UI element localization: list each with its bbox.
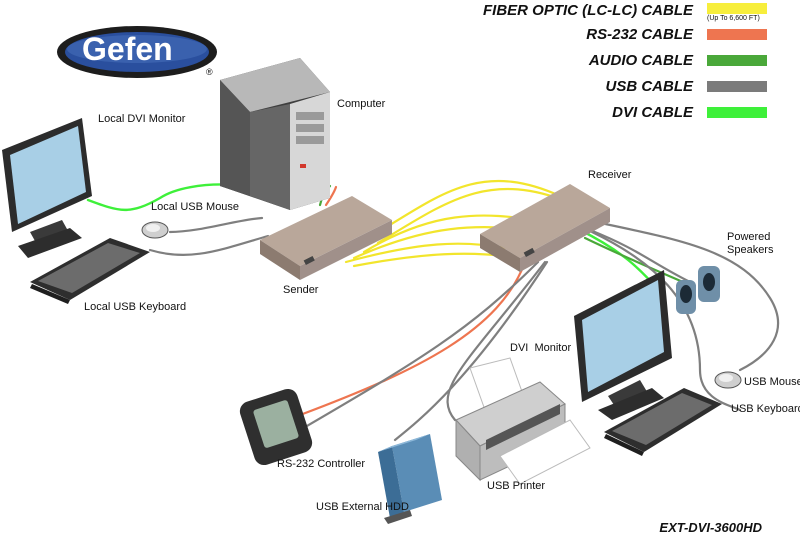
- legend-label-dvi: DVI CABLE: [612, 104, 693, 121]
- label-sender: Sender: [283, 284, 319, 296]
- usb-mouse: [714, 371, 742, 389]
- label-local-usb-mouse: Local USB Mouse: [151, 201, 240, 213]
- legend-swatch-audio: [707, 55, 767, 66]
- dvi-monitor: [574, 270, 672, 420]
- registered-mark: ®: [206, 67, 213, 77]
- cables: [86, 178, 780, 442]
- model-number: EXT-DVI-3600HD: [659, 520, 762, 535]
- legend-swatch-fiber: [707, 3, 767, 14]
- label-powered-speakers-2: Speakers: [727, 244, 774, 256]
- legend-label-fiber: FIBER OPTIC (LC-LC) CABLE: [483, 2, 693, 19]
- computer-tower: [220, 58, 330, 210]
- label-usb-external-hdd: USB External HDD: [316, 501, 409, 513]
- sender-box: [260, 196, 392, 280]
- gefen-logo-text: Gefen: [82, 31, 173, 67]
- label-receiver: Receiver: [588, 169, 632, 181]
- label-rs232-controller: RS-232 Controller: [277, 458, 366, 470]
- fiber-optic-cables: [344, 180, 570, 268]
- legend-label-audio: AUDIO CABLE: [588, 52, 693, 69]
- local-usb-keyboard: [30, 238, 150, 304]
- legend-swatch-usb: [707, 81, 767, 92]
- label-local-dvi-monitor: Local DVI Monitor: [98, 113, 186, 125]
- label-powered-speakers-1: Powered: [727, 231, 771, 243]
- local-usb-mouse: [141, 221, 169, 239]
- legend-label-usb: USB CABLE: [605, 78, 693, 95]
- legend-swatch-dvi: [707, 107, 767, 118]
- label-computer: Computer: [337, 98, 386, 110]
- usb-printer: [455, 357, 591, 485]
- rs232-controller: [239, 388, 313, 466]
- legend-note-fiber: (Up To 6,600 FT): [707, 15, 760, 22]
- local-dvi-monitor: [2, 118, 92, 258]
- label-usb-keyboard: USB Keyboard: [731, 403, 800, 415]
- label-dvi-monitor: DVI Monitor: [510, 342, 572, 354]
- label-local-usb-keyboard: Local USB Keyboard: [84, 301, 187, 313]
- legend-label-rs232: RS-232 CABLE: [586, 26, 693, 43]
- usb-cables: [148, 180, 780, 442]
- legend-swatch-rs232: [707, 29, 767, 40]
- label-usb-printer: USB Printer: [487, 480, 546, 492]
- usb-external-hdd: [378, 434, 442, 524]
- usb-keyboard: [604, 388, 722, 456]
- gefen-logo: [57, 26, 217, 78]
- receiver-box: [480, 184, 610, 272]
- powered-speakers: [676, 266, 720, 314]
- label-usb-mouse: USB Mouse: [744, 376, 800, 388]
